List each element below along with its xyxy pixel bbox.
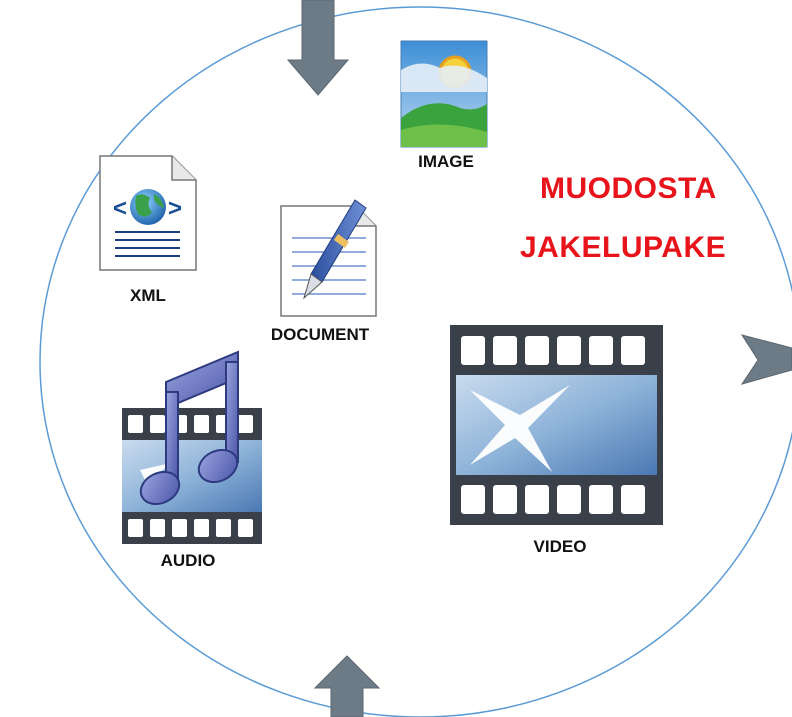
document-label: DOCUMENT: [270, 325, 370, 344]
arrow-up-icon: [313, 655, 381, 717]
xml-label: XML: [130, 286, 166, 305]
audio-label: AUDIO: [160, 551, 216, 570]
image-icon: [400, 40, 488, 148]
svg-text:<: <: [113, 195, 127, 222]
image-label: IMAGE: [418, 152, 474, 171]
arrow-down-icon: [286, 0, 350, 96]
xml-document-icon: < >: [99, 155, 197, 271]
cycle-circle: [39, 6, 792, 717]
audio-film-icon: [122, 350, 262, 544]
video-label: VIDEO: [533, 537, 587, 556]
svg-text:>: >: [168, 195, 182, 222]
video-film-icon: [450, 325, 663, 525]
document-pen-icon: [280, 199, 377, 317]
arrow-right-icon: [740, 334, 792, 385]
